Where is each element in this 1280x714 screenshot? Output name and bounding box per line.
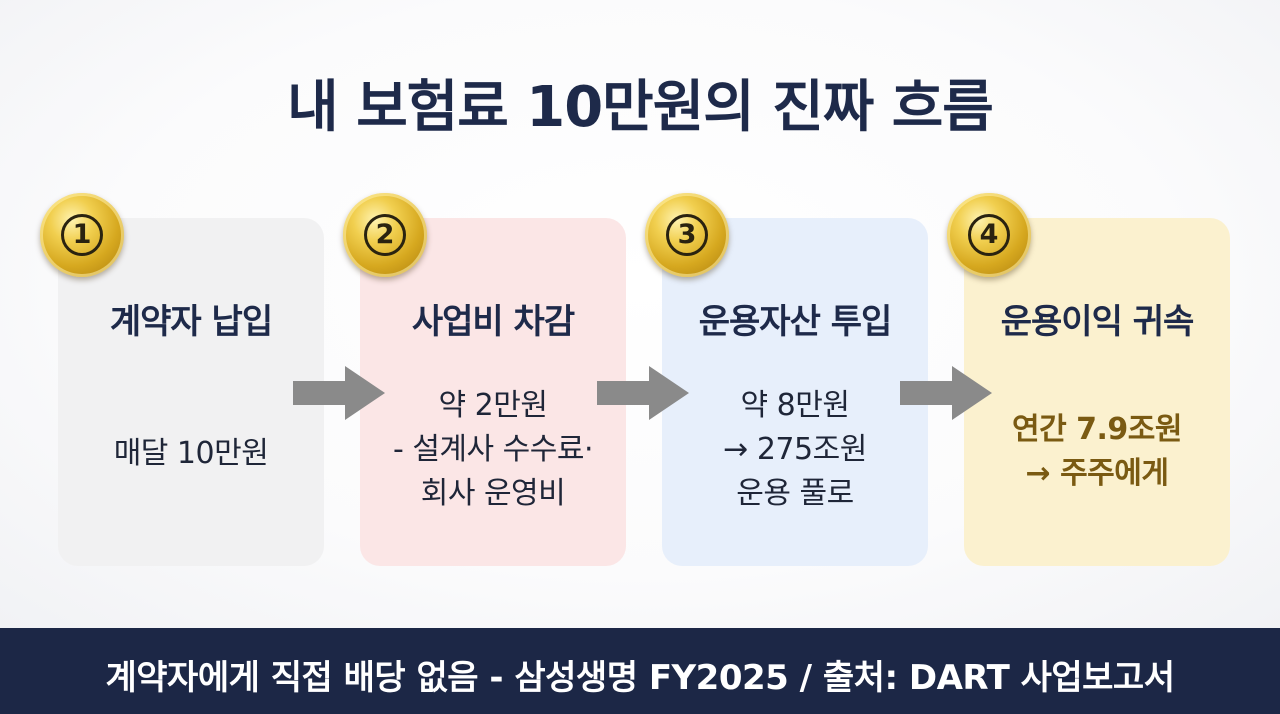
step-2-body: 약 2만원 - 설계사 수수료· 회사 운영비	[360, 384, 626, 516]
step-4-line-2: → 주주에게	[1025, 456, 1169, 491]
step-card-4: 운용이익 귀속 연간 7.9조원 → 주주에게	[964, 218, 1230, 566]
step-2-number-badge: 2	[343, 193, 427, 277]
step-4-title: 운용이익 귀속	[1000, 302, 1195, 342]
step-4-line-1: 연간 7.9조원	[1012, 412, 1183, 447]
footer-banner: 계약자에게 직접 배당 없음 - 삼성생명 FY2025 / 출처: DART …	[0, 628, 1280, 714]
step-1-body: 매달 10만원	[58, 432, 324, 476]
step-card-1: 계약자 납입 매달 10만원	[58, 218, 324, 566]
step-3-line-2: → 275조원	[723, 432, 867, 467]
step-card-3: 운용자산 투입 약 8만원 → 275조원 운용 풀로	[662, 218, 928, 566]
step-3-line-3: 운용 풀로	[736, 476, 854, 511]
step-2-title: 사업비 차감	[411, 302, 575, 342]
step-2-line-2: - 설계사 수수료·	[392, 432, 594, 467]
step-1-number-badge: 1	[40, 193, 124, 277]
step-3-body: 약 8만원 → 275조원 운용 풀로	[662, 384, 928, 516]
page-title: 내 보험료 10만원의 진짜 흐름	[287, 75, 994, 140]
step-4-body: 연간 7.9조원 → 주주에게	[964, 408, 1230, 496]
step-2-line-3: 회사 운영비	[420, 476, 566, 511]
footer-note: 계약자에게 직접 배당 없음 - 삼성생명 FY2025 / 출처: DART …	[105, 658, 1175, 698]
step-1-number: 1	[61, 214, 103, 256]
step-3-number: 3	[666, 214, 708, 256]
step-card-2: 사업비 차감 약 2만원 - 설계사 수수료· 회사 운영비	[360, 218, 626, 566]
arrow-right-icon	[900, 366, 992, 420]
step-3-title: 운용자산 투입	[698, 302, 893, 342]
step-4-number: 4	[968, 214, 1010, 256]
step-3-number-badge: 3	[645, 193, 729, 277]
step-4-number-badge: 4	[947, 193, 1031, 277]
step-2-line-1: 약 2만원	[438, 388, 548, 423]
step-2-number: 2	[364, 214, 406, 256]
step-3-line-1: 약 8만원	[740, 388, 850, 423]
step-1-line-1: 매달 10만원	[113, 436, 269, 471]
arrow-right-icon	[293, 366, 385, 420]
step-1-title: 계약자 납입	[109, 302, 273, 342]
arrow-right-icon	[597, 366, 689, 420]
